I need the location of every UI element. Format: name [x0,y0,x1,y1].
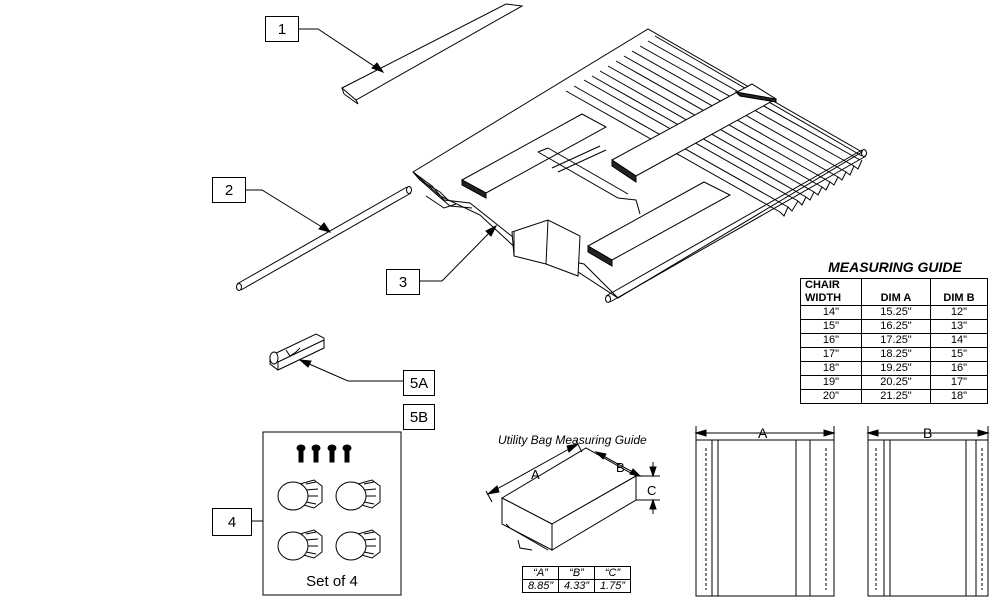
callout-5a: 5A [403,370,435,396]
measuring-guide-title: MEASURING GUIDE [828,259,962,275]
table-row: “A” “B” “C” [522,566,631,580]
callout-5b: 5B [403,404,435,430]
table-row: 8.85” 4.33” 1.75” [522,579,631,593]
header-chair-width: CHAIR WIDTH [800,278,862,306]
measuring-guide-table: CHAIR WIDTH DIM A DIM B 14" 15.25" 12" 1… [800,278,988,404]
plug-icon [277,529,323,561]
part-1-strip [341,3,524,105]
table-row: 16" 17.25" 14" [800,333,988,348]
cell-width: 15" [800,319,862,334]
cell-dim-a: 17.25" [861,333,931,348]
panel-b-label: B [923,425,932,441]
plug-icon [277,479,323,511]
part-5a-clip [269,333,325,371]
leader-3 [418,224,498,282]
bag-dimension-table: “A” “B” “C” 8.85” 4.33” 1.75” [522,566,631,593]
cell-dim-a: 19.25" [861,361,931,376]
kit-set-label: Set of 4 [306,573,358,590]
cell-dim-b: 17" [930,375,988,390]
cell-dim-b: 13" [930,319,988,334]
cell-dim-b: 15" [930,347,988,362]
callout-2: 2 [212,177,246,203]
header-dim-b: DIM B [930,278,988,306]
leader-1 [297,28,385,73]
table-row: 14" 15.25" 12" [800,305,988,320]
bag-header-b: “B” [558,566,595,580]
bag-value-c: 1.75” [594,579,631,593]
table-row: 20" 21.25" 18" [800,389,988,404]
bag-header-a: “A” [522,566,559,580]
cell-dim-a: 20.25" [861,375,931,390]
table-row: 15" 16.25" 13" [800,319,988,334]
cell-dim-b: 18" [930,389,988,404]
bag-guide-title: Utility Bag Measuring Guide [498,433,647,447]
header-dim-a: DIM A [861,278,931,306]
screw-icon [311,444,321,463]
plug-icons [277,479,381,561]
plug-icon [335,529,381,561]
panel-a-label: A [758,425,768,441]
bag-value-b: 4.33” [558,579,595,593]
cell-width: 14" [800,305,862,320]
bag-dim-b-label: B [616,460,625,475]
bag-value-a: 8.85” [522,579,559,593]
cell-dim-b: 12" [930,305,988,320]
callout-3: 3 [386,269,420,295]
header-chair: CHAIR [805,279,840,291]
cell-dim-b: 14" [930,333,988,348]
table-row: 18" 19.25" 16" [800,361,988,376]
cell-width: 17" [800,347,862,362]
utility-bag [485,440,660,551]
screw-icon [296,444,306,463]
bag-dim-c-label: C [647,483,656,498]
leader-2 [244,189,332,233]
cell-width: 19" [800,375,862,390]
callout-1: 1 [265,16,299,42]
panel-b [866,426,990,597]
callout-4: 4 [212,508,252,536]
cell-dim-a: 15.25" [861,305,931,320]
cell-width: 20" [800,389,862,404]
leader-5a [298,359,403,382]
cell-dim-b: 16" [930,361,988,376]
screw-icon [342,444,352,463]
cell-width: 18" [800,361,862,376]
cell-dim-a: 16.25" [861,319,931,334]
cell-width: 16" [800,333,862,348]
panel-a [694,426,836,597]
part-3-panel [412,28,867,303]
part-2-rod [236,186,412,291]
plug-icon [335,479,381,511]
table-row: 17" 18.25" 15" [800,347,988,362]
table-row: 19" 20.25" 17" [800,375,988,390]
bag-header-c: “C” [594,566,631,580]
screw-icons [296,444,352,463]
cell-dim-a: 18.25" [861,347,931,362]
screw-icon [327,444,337,463]
cell-dim-a: 21.25" [861,389,931,404]
bag-dim-a-label: A [531,467,540,482]
header-width: WIDTH [805,292,842,304]
